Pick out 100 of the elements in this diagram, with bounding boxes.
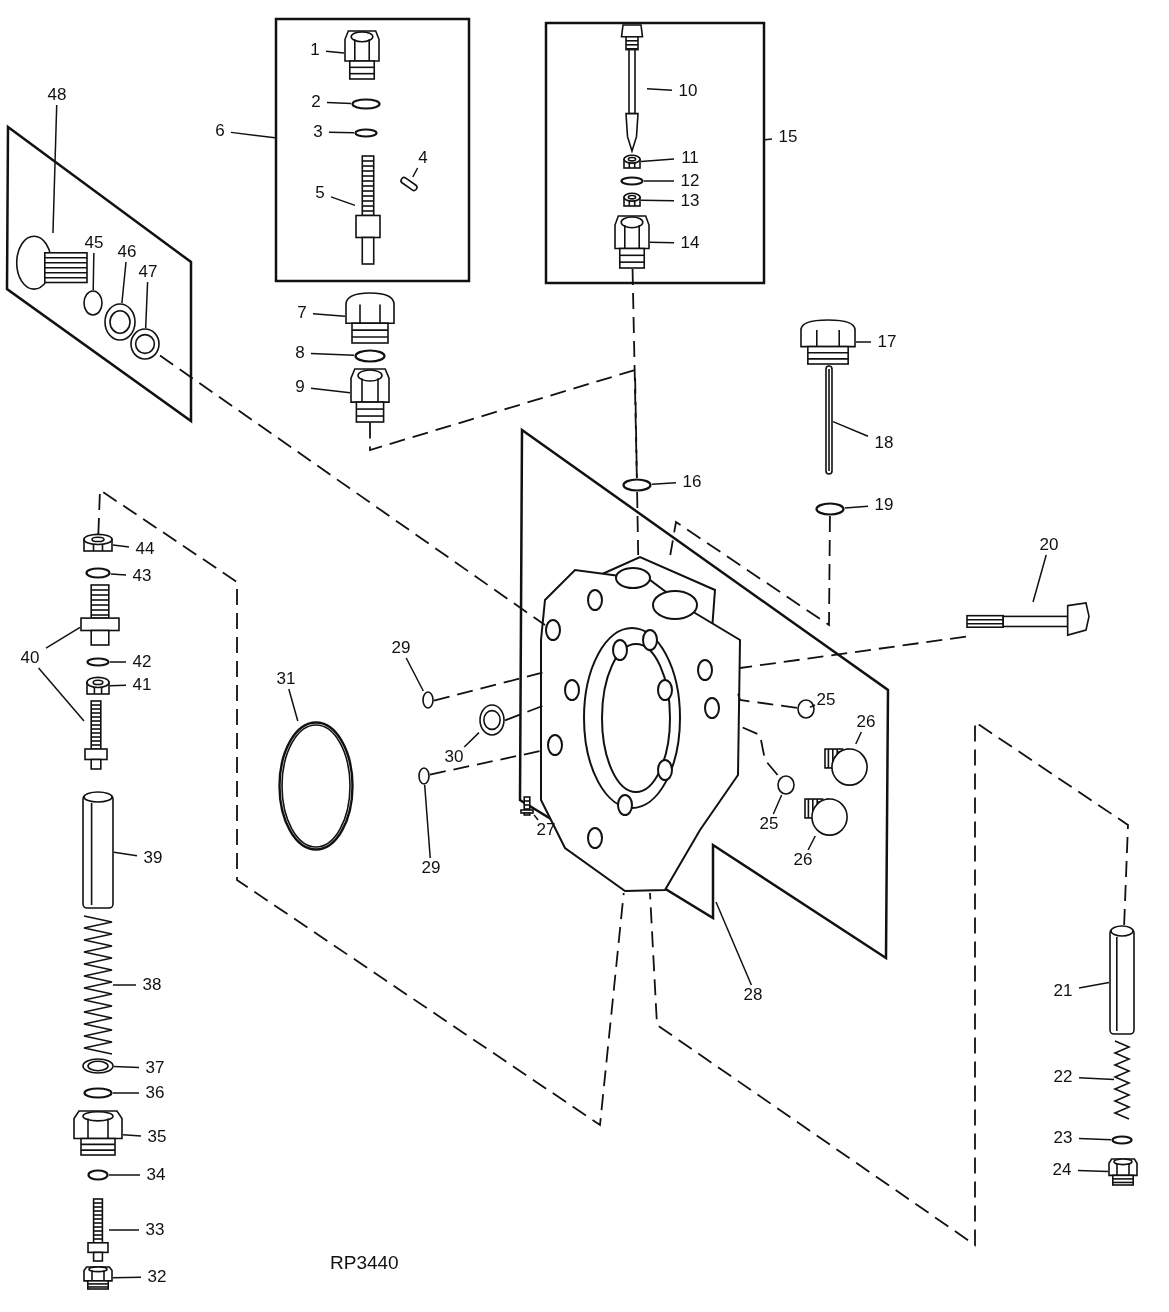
callout-number: 39: [143, 848, 163, 867]
leader-line: [405, 657, 425, 692]
callout-number: 9: [295, 377, 305, 396]
callout-number: 11: [681, 148, 699, 167]
leader-line: [113, 851, 138, 857]
leader-line: [144, 281, 149, 329]
leader-line: [1078, 1137, 1112, 1141]
leader-line: [110, 573, 127, 576]
leader-line: [1078, 981, 1110, 989]
callout-number: 22: [1053, 1067, 1073, 1086]
leader-line: [122, 1133, 142, 1137]
leader-line: [649, 241, 675, 244]
leader-line: [832, 420, 869, 438]
leader-line: [651, 482, 677, 485]
leader-line: [463, 731, 480, 748]
callout-number: 12: [680, 171, 700, 190]
figure-code: RP3440: [330, 1252, 399, 1274]
callout-number: 35: [147, 1127, 167, 1146]
callout-number: 45: [84, 233, 104, 252]
callout-number: 41: [132, 675, 152, 694]
callout-number: 47: [138, 262, 158, 281]
callout-number: 44: [135, 539, 155, 558]
callout-number: 25: [759, 814, 779, 833]
alignment-line: [739, 635, 967, 669]
callout-number: 7: [297, 303, 307, 322]
leader-line: [112, 1092, 140, 1094]
callout-number: 13: [680, 191, 700, 210]
leader-line: [412, 167, 419, 178]
leader-line: [807, 835, 816, 851]
leader-line: [112, 984, 137, 986]
leader-line: [646, 88, 673, 91]
callout-number: 32: [147, 1267, 167, 1286]
alignment-line: [669, 515, 831, 627]
leader-line: [310, 387, 351, 394]
leader-line: [423, 784, 431, 859]
callout-number: 1: [310, 40, 320, 59]
leader-line: [288, 688, 299, 722]
leader-line: [330, 196, 356, 207]
callout-number: 25: [816, 690, 836, 709]
callout-number: 18: [874, 433, 894, 452]
leader-line: [640, 199, 675, 202]
callout-number: 6: [215, 121, 225, 140]
leader-line: [1032, 554, 1047, 603]
callout-number: 33: [145, 1220, 165, 1239]
leader-line: [112, 544, 130, 548]
leader-line: [113, 1065, 140, 1069]
leader-line: [643, 180, 675, 182]
alignment-line: [631, 268, 638, 479]
leader-line: [844, 505, 869, 509]
leader-line: [92, 252, 95, 291]
leader-line: [809, 704, 816, 708]
leader-line: [52, 104, 58, 234]
callout-number: 3: [313, 122, 323, 141]
callout-number: 28: [743, 985, 763, 1004]
callout-number: 31: [276, 669, 296, 688]
callout-number: 34: [146, 1165, 166, 1184]
leader-line: [855, 341, 872, 343]
leader-line: [640, 158, 675, 163]
callout-number: 8: [295, 343, 305, 362]
leader-line: [1078, 1077, 1115, 1081]
leader-line: [772, 794, 783, 815]
callout-number: 19: [874, 495, 894, 514]
leader-line: [1077, 1169, 1109, 1173]
leader-line: [855, 731, 863, 745]
callout-number: 24: [1052, 1160, 1072, 1179]
callout-number: 14: [680, 233, 700, 252]
callout-number: 21: [1053, 981, 1073, 1000]
callout-number: 26: [793, 850, 813, 869]
leader-line: [326, 101, 352, 105]
callout-number: 26: [856, 712, 876, 731]
callout-number: 20: [1039, 535, 1059, 554]
leader-line: [312, 313, 346, 317]
callout-number: 29: [391, 638, 411, 657]
leader-line: [328, 131, 355, 134]
leader-line: [45, 626, 81, 649]
callout-number: 16: [682, 472, 702, 491]
callout-number: 30: [444, 747, 464, 766]
leader-line: [764, 138, 773, 141]
callout-number: 17: [877, 332, 897, 351]
callout-number: 36: [145, 1083, 165, 1102]
callout-number: 10: [678, 81, 698, 100]
alignment-line: [636, 491, 640, 556]
leader-line: [112, 1276, 142, 1279]
callout-number: 48: [47, 85, 67, 104]
callout-number: 38: [142, 975, 162, 994]
leader-line: [310, 352, 355, 357]
callout-number: 46: [117, 242, 137, 261]
callout-number: 40: [20, 648, 40, 667]
leader-line: [230, 131, 276, 139]
callout-number: 29: [421, 858, 441, 877]
leader-line: [37, 667, 85, 722]
callout-number: 2: [311, 92, 321, 111]
leader-line: [715, 901, 753, 986]
callout-number: 37: [145, 1058, 165, 1077]
callout-number: 42: [132, 652, 152, 671]
leader-line: [109, 661, 127, 663]
callout-number: 5: [315, 183, 325, 202]
callout-number: 15: [778, 127, 798, 146]
leader-line: [108, 1229, 140, 1231]
leader-line: [533, 814, 539, 821]
